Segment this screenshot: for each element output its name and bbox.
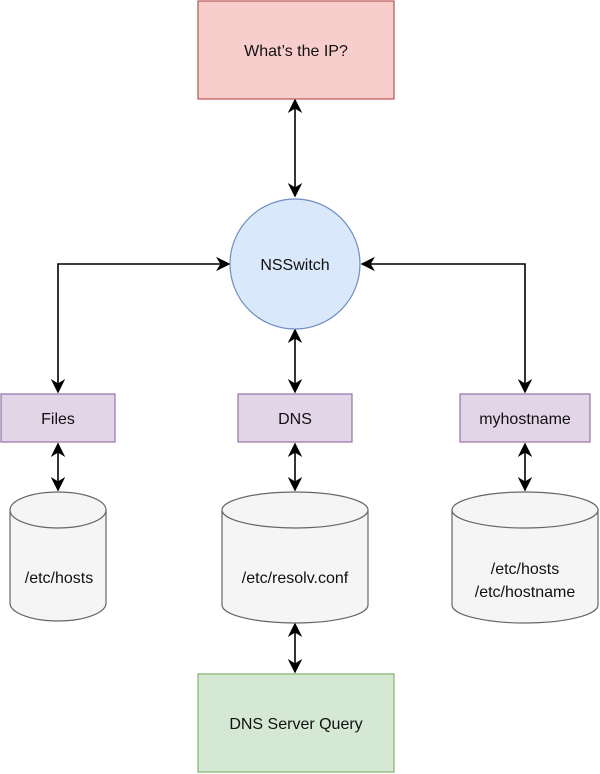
dns-server-node[interactable]: DNS Server Query xyxy=(197,673,395,773)
query-box xyxy=(198,1,394,99)
files-db-label: /etc/hosts xyxy=(25,570,93,587)
myhostname-db-line1: /etc/hosts xyxy=(491,561,559,578)
files-label: Files xyxy=(41,411,75,428)
files-db-cylinder[interactable]: /etc/hosts xyxy=(9,491,107,622)
myhostname-label: myhostname xyxy=(479,411,571,428)
myhostname-db-cylinder[interactable]: /etc/hosts /etc/hostname xyxy=(451,491,599,624)
query-label: What’s the IP? xyxy=(244,43,348,60)
myhostname-db-line2: /etc/hostname xyxy=(475,584,576,601)
myhostname-box xyxy=(460,394,590,442)
dns-label: DNS xyxy=(278,411,312,428)
dns-db-label: /etc/resolv.conf xyxy=(242,570,349,587)
dns-db-cylinder[interactable]: /etc/resolv.conf xyxy=(221,491,369,624)
files-node[interactable]: Files xyxy=(0,393,116,443)
query-node[interactable]: What’s the IP? xyxy=(197,0,395,100)
edge-nsswitch-files xyxy=(50,256,231,394)
myhostname-node[interactable]: myhostname xyxy=(459,393,591,443)
nsswitch-circle xyxy=(230,199,360,329)
connectors xyxy=(50,98,533,674)
nsswitch-label: NSSwitch xyxy=(260,257,329,274)
files-box xyxy=(1,394,115,442)
dns-server-box xyxy=(198,674,394,772)
files-db-body xyxy=(10,492,106,621)
dns-node[interactable]: DNS xyxy=(237,393,353,443)
myhostname-db-body xyxy=(452,492,598,623)
dns-server-label: DNS Server Query xyxy=(229,716,362,733)
dns-db-body xyxy=(222,492,368,623)
dns-box xyxy=(238,394,352,442)
edge-nsswitch-myhostname xyxy=(360,256,533,394)
nsswitch-node[interactable]: NSSwitch xyxy=(229,198,361,330)
